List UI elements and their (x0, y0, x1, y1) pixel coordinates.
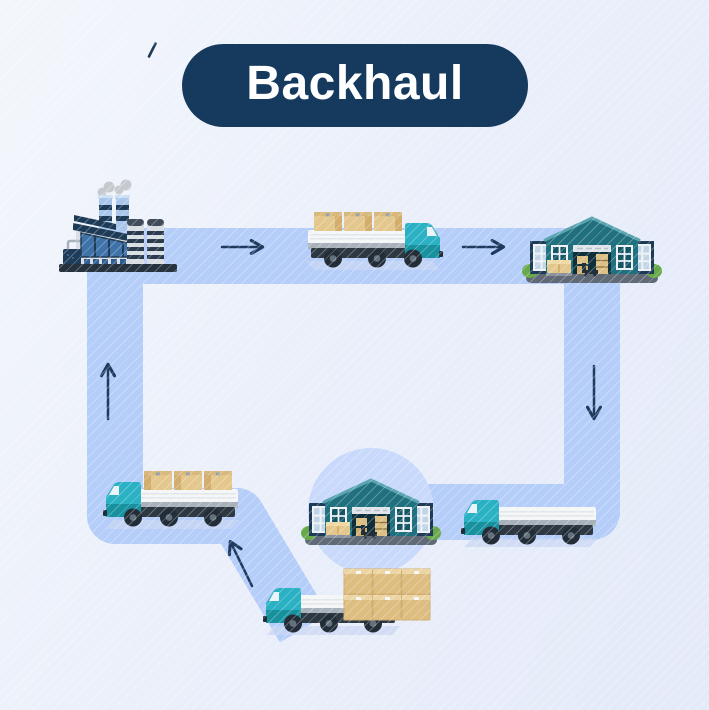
outbound-loaded-truck-icon (306, 212, 443, 270)
decorative-dash (147, 42, 157, 58)
silo-icon (127, 219, 144, 266)
cargo-pile-icon (343, 568, 431, 621)
destination-warehouse-icon (520, 215, 664, 285)
arrow-up-left-icon (227, 539, 254, 588)
silo-icon (147, 219, 164, 266)
empty-return-truck-icon (461, 500, 598, 547)
smoke-icon (97, 179, 132, 197)
title-badge: Backhaul (182, 44, 528, 127)
title-text: Backhaul (246, 57, 464, 110)
factory-icon (59, 179, 177, 272)
